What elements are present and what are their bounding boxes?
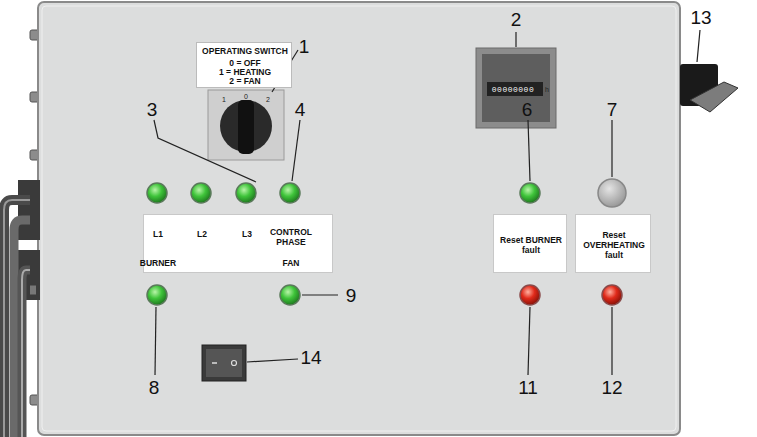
panel-label: 1 = HEATING — [219, 67, 271, 77]
callout-number: 1 — [299, 36, 310, 58]
panel-label: BURNER — [140, 258, 176, 268]
callout-number: 3 — [147, 99, 158, 121]
callout-number: 9 — [346, 285, 357, 307]
dial-mark: 1 — [222, 96, 226, 103]
panel-label: L2 — [197, 229, 207, 239]
callout-number: 6 — [522, 99, 533, 121]
callout-number: 8 — [149, 377, 160, 399]
panel-label: L3 — [242, 229, 252, 239]
callout-number: 12 — [601, 377, 622, 399]
panel-label: FAN — [283, 258, 300, 268]
panel-label: 2 = FAN — [229, 76, 260, 86]
panel-label: Reset OVERHEATING fault — [579, 230, 649, 260]
dial-mark: 2 — [266, 96, 270, 103]
panel-label: OPERATING SWITCH — [202, 46, 288, 56]
label-strip: Reset OVERHEATING fault — [575, 214, 651, 273]
callout-number: 2 — [511, 9, 522, 31]
dial-mark: h — [545, 86, 549, 93]
panel-label: L1 — [153, 229, 163, 239]
label-strip: L1 L2 L3 CONTROL PHASE BURNER FAN — [143, 214, 333, 273]
dial-mark: 0 — [244, 93, 248, 100]
switch-label-plate: OPERATING SWITCH 0 = OFF1 = HEATING2 = FA… — [196, 42, 292, 88]
panel-label: 0 = OFF — [229, 58, 260, 68]
panel-label: Reset BURNER fault — [500, 235, 562, 255]
callout-number: 7 — [607, 99, 618, 121]
label-strip: Reset BURNER fault — [493, 214, 567, 273]
callout-number: 11 — [518, 377, 538, 399]
callout-number: 14 — [300, 347, 321, 369]
callout-number: 13 — [690, 7, 711, 29]
panel-label: CONTROL PHASE — [260, 227, 322, 247]
callout-number: 4 — [295, 99, 306, 121]
counter-digits: 00000000 — [492, 85, 534, 94]
